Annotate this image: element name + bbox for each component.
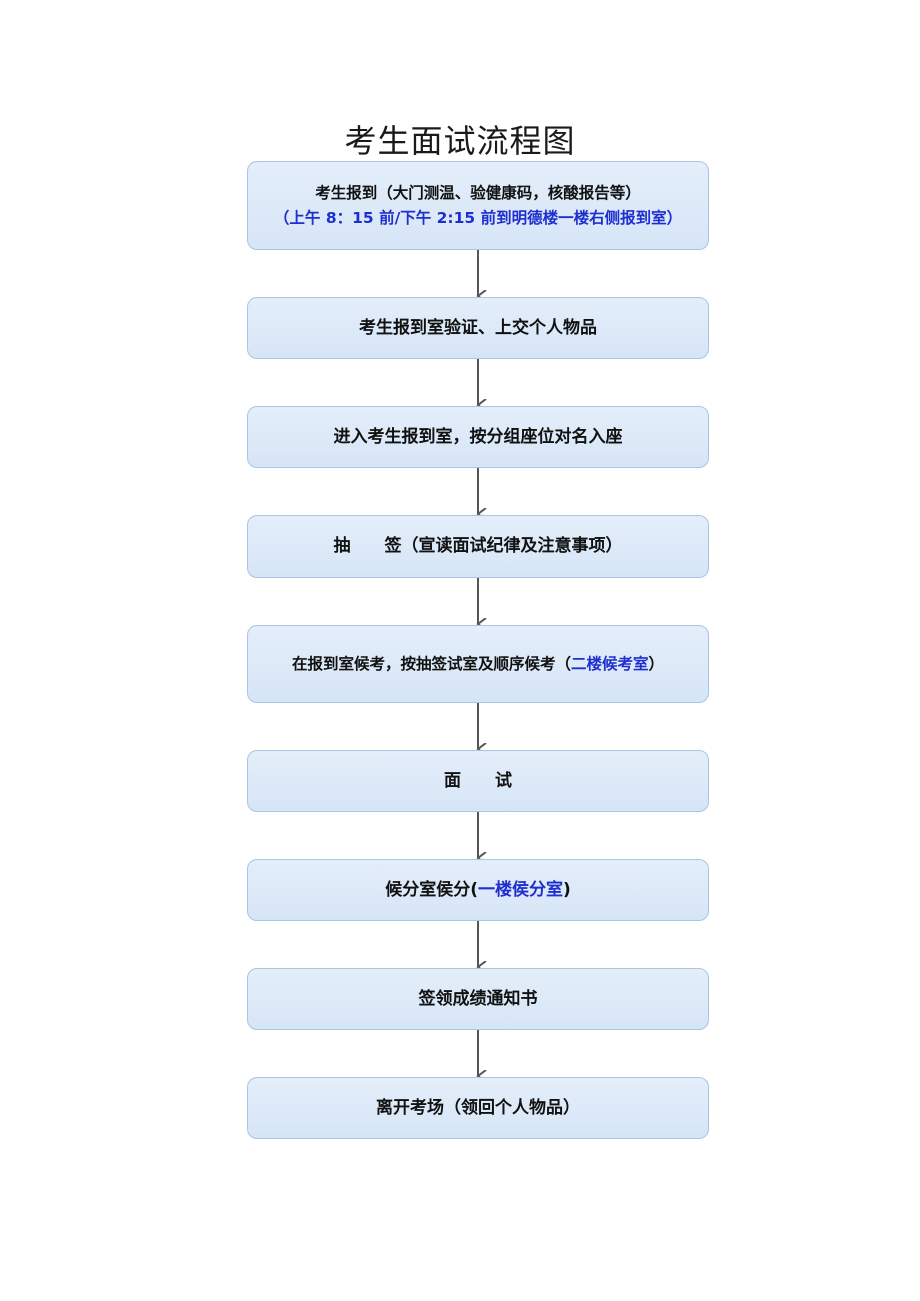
step-7-suffix: ) <box>563 879 571 900</box>
step-5-suffix: ） <box>648 654 665 673</box>
step-2-text: 考生报到室验证、上交个人物品 <box>359 317 597 338</box>
step-1-line-1: 考生报到（大门测温、验健康码，核酸报告等） <box>315 183 641 202</box>
step-6-text: 面 试 <box>444 770 512 791</box>
step-7-highlight: 一楼侯分室 <box>478 879 563 900</box>
step-wait-for-score: 候分室侯分(一楼侯分室) <box>247 859 709 921</box>
step-7-text: 候分室侯分(一楼侯分室) <box>385 878 571 903</box>
step-arrival-check-in: 考生报到（大门测温、验健康码，核酸报告等） （上午 8：15 前/下午 2:15… <box>247 161 709 250</box>
step-enter-room-and-sit: 进入考生报到室，按分组座位对名入座 <box>247 406 709 468</box>
step-receive-score-notice: 签领成绩通知书 <box>247 968 709 1030</box>
step-draw-lots: 抽 签（宣读面试纪律及注意事项） <box>247 515 709 578</box>
step-5-main: 在报到室候考，按抽签试室及顺序候考（ <box>291 654 571 673</box>
step-interview: 面 试 <box>247 750 709 812</box>
step-5-highlight: 二楼候考室 <box>570 654 649 673</box>
step-verify-and-hand-in-items: 考生报到室验证、上交个人物品 <box>247 297 709 359</box>
page-title: 考生面试流程图 <box>344 122 576 160</box>
step-7-main: 候分室侯分( <box>385 879 478 900</box>
step-3-text: 进入考生报到室，按分组座位对名入座 <box>333 426 623 447</box>
step-4-text: 抽 签（宣读面试纪律及注意事项） <box>333 536 623 556</box>
step-5-text: 在报到室候考，按抽签试室及顺序候考（二楼候考室） <box>292 652 664 677</box>
step-wait-for-exam: 在报到室候考，按抽签试室及顺序候考（二楼候考室） <box>247 625 709 703</box>
step-1-line-2: （上午 8：15 前/下午 2:15 前到明德楼一楼右侧报到室） <box>273 208 683 227</box>
step-leave-exam-site: 离开考场（领回个人物品） <box>247 1077 709 1139</box>
step-9-text: 离开考场（领回个人物品） <box>376 1097 580 1118</box>
step-8-text: 签领成绩通知书 <box>418 988 538 1009</box>
